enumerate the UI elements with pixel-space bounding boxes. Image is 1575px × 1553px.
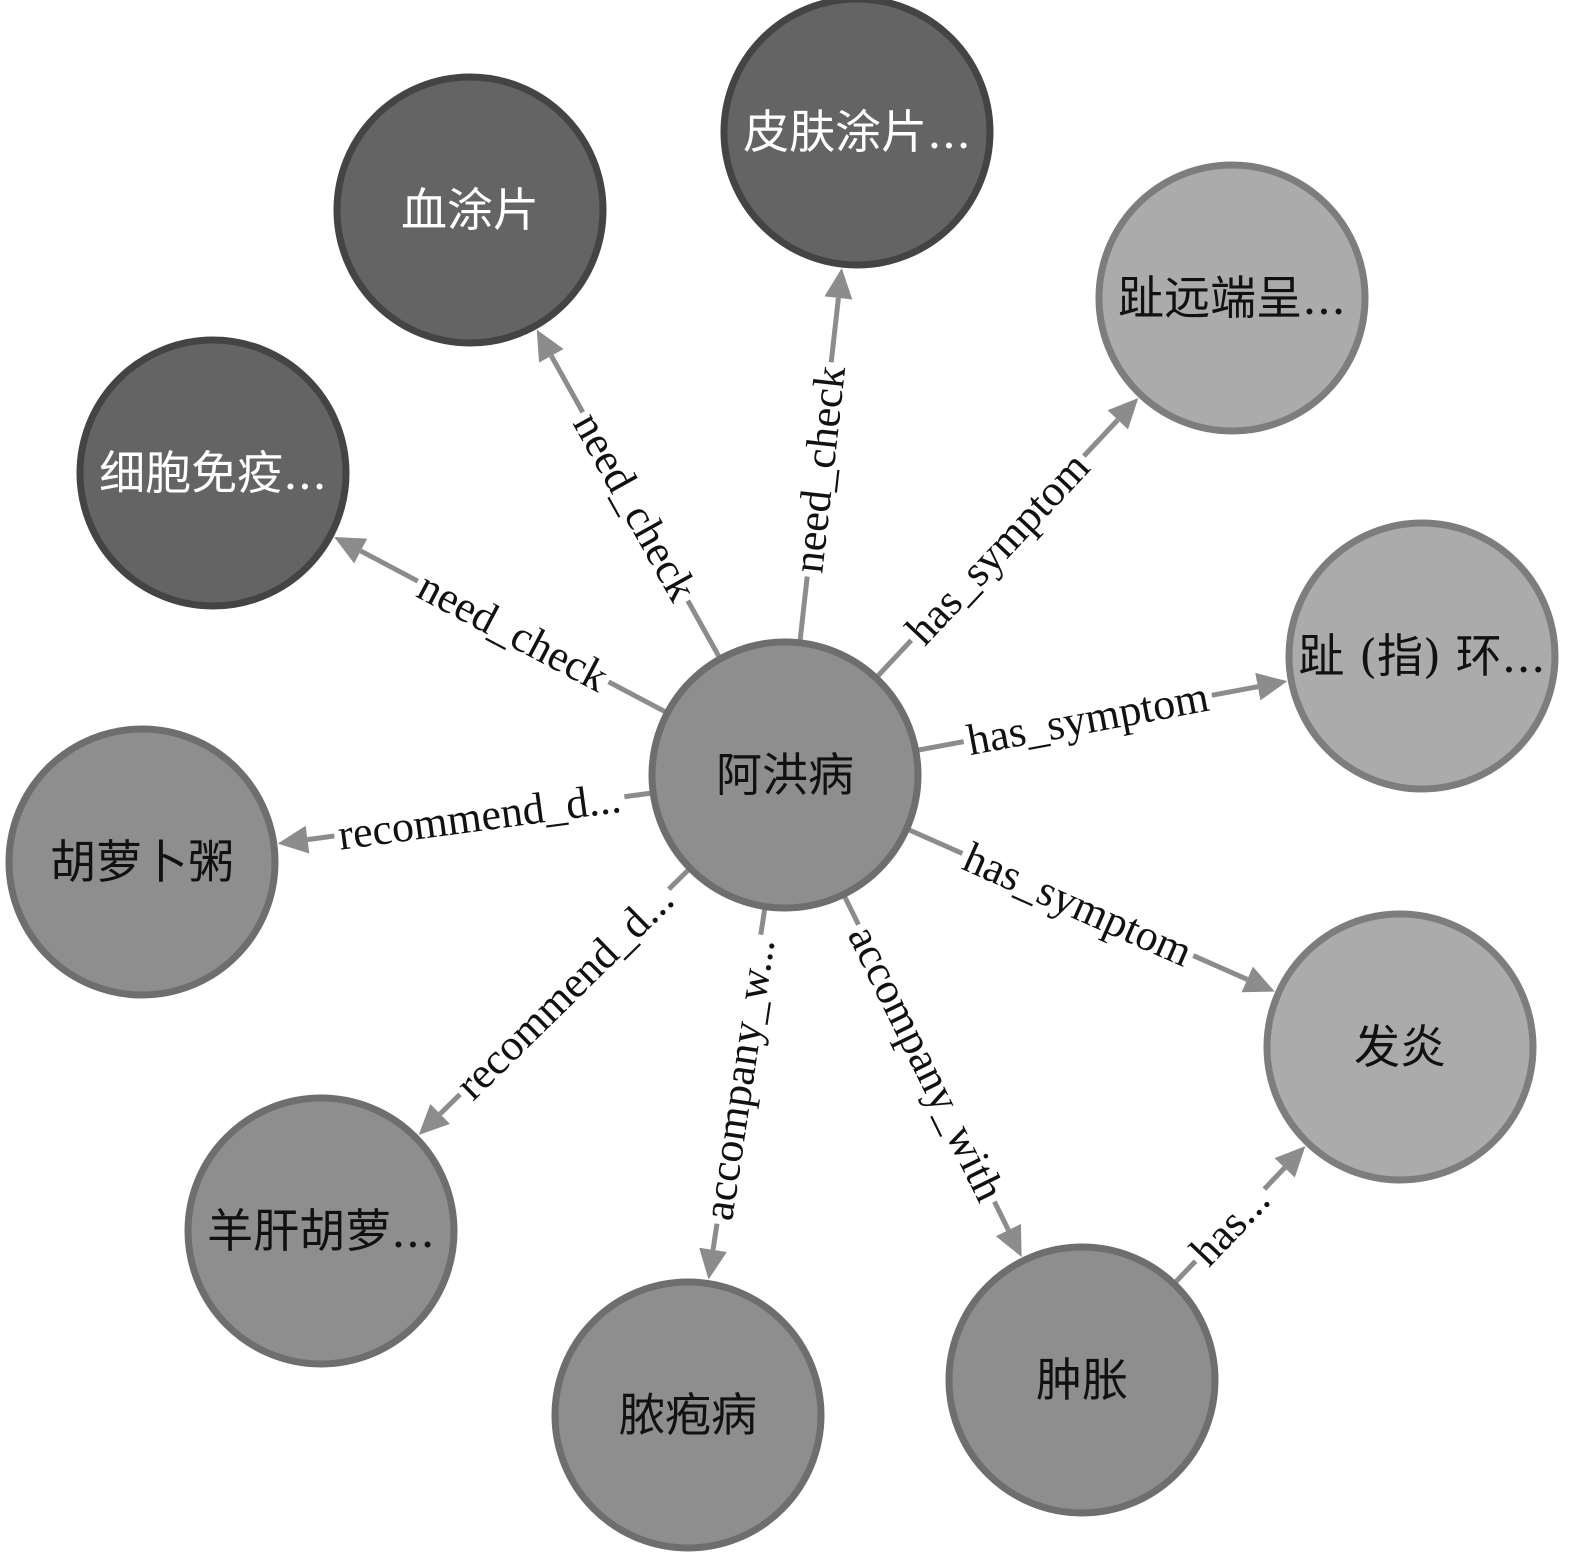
edge-label-bg [959,671,1217,766]
node-circle[interactable] [184,1094,458,1368]
edge-arrowhead [536,329,564,363]
node-n1[interactable]: 血涂片 [333,73,607,347]
edge-label: has_symptom [963,672,1212,765]
edge-arrowhead [334,536,368,564]
node-circle[interactable] [648,638,922,912]
edge-label-bg [561,400,710,613]
edge-label-group: has_symptom [893,439,1102,658]
edge-label-bg [442,871,686,1112]
node-n7[interactable]: 脓疱病 [551,1278,825,1552]
edge-arrowhead [1274,1146,1306,1178]
node-n6[interactable]: 肿胀 [945,1243,1219,1517]
node-label: 细胞免疫... [99,446,327,500]
node-n5[interactable]: 发炎 [1263,910,1537,1184]
edge-arrowhead [995,1223,1022,1258]
node-circle[interactable] [945,1243,1219,1517]
node-label: 趾远端呈... [1118,271,1346,325]
edge-center-n5: has_symptom [907,827,1275,993]
node-circle[interactable] [1263,910,1537,1184]
node-label: 阿洪病 [716,748,854,802]
node-label: 羊肝胡萝... [207,1204,435,1258]
edge-label: need_check [783,363,855,575]
edge-label-bg [692,931,786,1228]
edge-label-group: need_check [406,559,620,704]
node-label: 脓疱病 [619,1388,757,1442]
node-circle[interactable] [551,1278,825,1552]
node-label: 胡萝卜粥 [50,835,234,889]
node-n9[interactable]: 胡萝卜粥 [5,725,279,999]
edge-label-bg [893,439,1102,658]
edge-arrowhead [418,1103,450,1135]
node-n8[interactable]: 羊肝胡萝... [184,1094,458,1368]
node-circle[interactable] [1095,161,1369,435]
edge-center-n8: recommend_d... [418,867,691,1135]
edge-center-n3: has_symptom [875,397,1139,679]
edge-label-bg [782,359,856,580]
edge-label: has_symptom [896,442,1099,654]
node-n4[interactable]: 趾 (指) 环... [1285,519,1559,793]
edge-label: recommend_d... [446,875,683,1110]
edge-arrowhead [1241,966,1275,993]
edge-label-bg [836,913,1017,1213]
edge-label-bg [331,772,628,861]
edge-label-group: need_check [782,359,856,580]
node-circle[interactable] [5,725,279,999]
node-label: 发炎 [1354,1020,1446,1074]
edge-label-bg [406,559,620,704]
edge-label: accompany_w... [693,935,784,1223]
edge-label: need_check [410,561,617,701]
edge-center-n4: has_symptom [917,671,1288,766]
node-label: 趾 (指) 环... [1298,629,1545,683]
edge-label-group: has_symptom [952,831,1204,978]
edge-center-n6: accompany_with [836,895,1022,1258]
node-label: 血涂片 [401,183,539,237]
edge-arrowhead [1255,672,1288,701]
edge-center-n10: need_check [334,536,667,715]
node-label: 皮肤涂片... [743,105,971,159]
edge-label: need_check [563,404,707,609]
node-n10[interactable]: 细胞免疫... [76,336,350,610]
node-center[interactable]: 阿洪病 [648,638,922,912]
node-n2[interactable]: 皮肤涂片... [720,0,994,269]
edge-arrowhead [699,1247,727,1280]
edge-label-group: accompany_with [836,913,1017,1213]
edge-center-n1: need_check [536,329,722,659]
edge-label: has_symptom [956,833,1199,977]
edge-label-group: has_symptom [959,671,1217,766]
edge-label-group: recommend_d... [442,871,686,1112]
edge-n6-n5: has... [1173,1146,1306,1285]
edge-label: recommend_d... [335,773,624,860]
edge-center-n9: recommend_d... [277,772,652,861]
node-n3[interactable]: 趾远端呈... [1095,161,1369,435]
edge-label: accompany_with [838,917,1014,1208]
edge-arrowhead [824,268,853,300]
node-circle[interactable] [333,73,607,347]
node-circle[interactable] [1285,519,1559,793]
edge-label-group: need_check [561,400,710,613]
edge-center-n7: accompany_w... [692,908,786,1280]
edge-label-group: accompany_w... [692,931,786,1228]
edge-label-group: recommend_d... [331,772,628,861]
node-circle[interactable] [720,0,994,269]
node-circle[interactable] [76,336,350,610]
edge-center-n2: need_check [782,268,856,642]
edge-label-bg [1177,1172,1283,1279]
edge-arrowhead [1107,397,1139,430]
edge-label-bg [952,831,1204,978]
edge-arrowhead [277,825,310,854]
node-label: 肿胀 [1036,1353,1128,1407]
